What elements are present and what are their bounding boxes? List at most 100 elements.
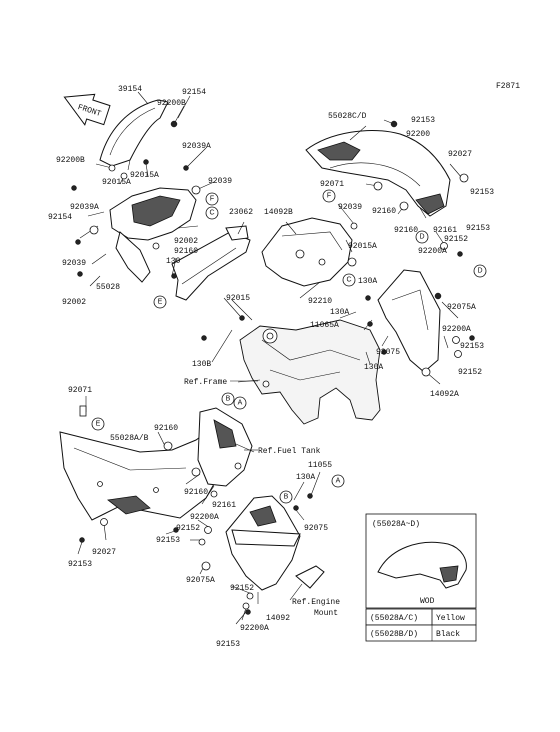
ref-engine-label: Ref.Engine [292, 598, 340, 607]
label-92075-b: 92075 [304, 524, 328, 533]
circled-refs: F C E F D D C B A E B A [91, 189, 487, 504]
label-92161-b: 92161 [212, 501, 236, 510]
ref-mount-label: Mount [314, 609, 338, 618]
engine-mount-bracket [295, 565, 325, 589]
label-39154: 39154 [118, 85, 142, 94]
front-arrow: FRONT [63, 93, 111, 126]
label-92153-top: 92153 [411, 116, 435, 125]
svg-text:B: B [226, 396, 231, 403]
ref-circle-d2: D [473, 264, 487, 278]
windshield-39154 [99, 99, 169, 171]
label-14092: 14092 [266, 614, 290, 623]
svg-text:C: C [346, 277, 351, 284]
label-55028: 55028 [96, 283, 120, 292]
upper-cowl-55028cd [305, 130, 451, 217]
label-130b: 130B [192, 360, 211, 369]
ref-circle-c2: C [342, 273, 356, 287]
svg-text:C: C [209, 210, 214, 217]
label-14092a: 14092A [430, 390, 459, 399]
label-92160-d: 92160 [154, 424, 178, 433]
svg-text:D: D [419, 234, 424, 241]
svg-text:F: F [327, 193, 331, 200]
label-92002-a: 92002 [174, 237, 198, 246]
label-92200a-c: 92200A [190, 513, 219, 522]
label-92039-top: 92039 [208, 177, 232, 186]
label-92153-left2: 92153 [68, 560, 92, 569]
inset-color-variants: (55028A~D) WOD (55028A/C) Yellow (55028B… [365, 513, 477, 642]
label-23062: 23062 [229, 208, 253, 217]
reference-labels: Ref.Frame Ref.Fuel Tank Ref.Engine Mount [184, 378, 340, 618]
label-92160-e: 92160 [184, 488, 208, 497]
label-130a-a: 130A [358, 277, 377, 286]
label-92153-left1: 92153 [156, 536, 180, 545]
label-92200a-d: 92200A [240, 624, 269, 633]
inner-cover-fuel-tank [197, 407, 253, 487]
inset-row-1-code: (55028A/C) [370, 614, 418, 623]
label-92200: 92200 [406, 130, 430, 139]
side-cowl-55028ab [59, 429, 227, 521]
inner-panel-14092a [377, 269, 441, 373]
cover-14092b [261, 217, 353, 287]
label-92152-b: 92152 [458, 368, 482, 377]
label-92152-c: 92152 [176, 524, 200, 533]
lower-cover-14092 [225, 495, 301, 591]
label-92200b-left: 92200B [56, 156, 85, 165]
inset-row-2-color: Black [436, 630, 460, 639]
label-11055: 11055 [308, 461, 332, 470]
inset-row-1-color: Yellow [436, 614, 465, 623]
label-92075a-a: 92075A [447, 303, 476, 312]
ref-frame-label: Ref.Frame [184, 378, 227, 387]
label-92039a-left: 92039A [70, 203, 99, 212]
svg-text:F: F [210, 196, 214, 203]
ref-circle-b2: B [279, 490, 293, 504]
svg-text:D: D [477, 268, 482, 275]
label-92153-right1: 92153 [470, 188, 494, 197]
label-92160-a: 92160 [174, 247, 198, 256]
label-92027-left: 92027 [92, 548, 116, 557]
ref-circle-a1: A [233, 396, 247, 410]
ref-circle-d1: D [415, 230, 429, 244]
label-92152-d: 92152 [230, 584, 254, 593]
frame-reference [239, 319, 381, 425]
svg-text:A: A [336, 478, 341, 485]
svg-text:B: B [284, 494, 289, 501]
label-92210: 92210 [308, 297, 332, 306]
label-92015a-2: 92015A [130, 171, 159, 180]
label-92039-mid: 92039 [338, 203, 362, 212]
label-92160-b: 92160 [372, 207, 396, 216]
cowl-bracket-23062 [171, 225, 251, 301]
label-55028cd: 55028C/D [328, 112, 367, 121]
ref-circle-f2: F [322, 189, 336, 203]
hardware-fasteners [71, 120, 475, 615]
label-92154-left: 92154 [48, 213, 72, 222]
label-92039a-top: 92039A [182, 142, 211, 151]
label-92015a-mid: 92015A [348, 242, 377, 251]
label-92152-a: 92152 [444, 235, 468, 244]
label-92161-a: 92161 [433, 226, 457, 235]
ref-fuel-tank-label: Ref.Fuel Tank [258, 447, 321, 456]
label-92153-right3: 92153 [460, 342, 484, 351]
label-92071-left: 92071 [68, 386, 92, 395]
inset-caption: WOD [420, 597, 435, 606]
label-92002-b: 92002 [62, 298, 86, 307]
label-92027-top: 92027 [448, 150, 472, 159]
ref-circle-e1: E [153, 295, 167, 309]
ref-circle-c1: C [205, 206, 219, 220]
label-55028ab: 55028A/B [110, 434, 149, 443]
inset-row-2-code: (55028B/D) [370, 630, 418, 639]
ref-circle-b1: B [221, 392, 235, 406]
ref-circle-f1: F [205, 192, 219, 206]
label-130a-b: 130A [330, 308, 349, 317]
svg-text:E: E [158, 299, 163, 306]
label-92075a-b: 92075A [186, 576, 215, 585]
label-92160-c: 92160 [394, 226, 418, 235]
label-92039-left: 92039 [62, 259, 86, 268]
label-14092b: 14092B [264, 208, 293, 217]
figure-code: F2871 [496, 82, 520, 91]
inset-title: (55028A~D) [372, 520, 420, 529]
label-130a-d: 130A [296, 473, 315, 482]
ref-circle-e2: E [91, 417, 105, 431]
part-labels: 39154 92154 92200B 92039A 92200B 92015A … [48, 85, 494, 649]
label-92015: 92015 [226, 294, 250, 303]
